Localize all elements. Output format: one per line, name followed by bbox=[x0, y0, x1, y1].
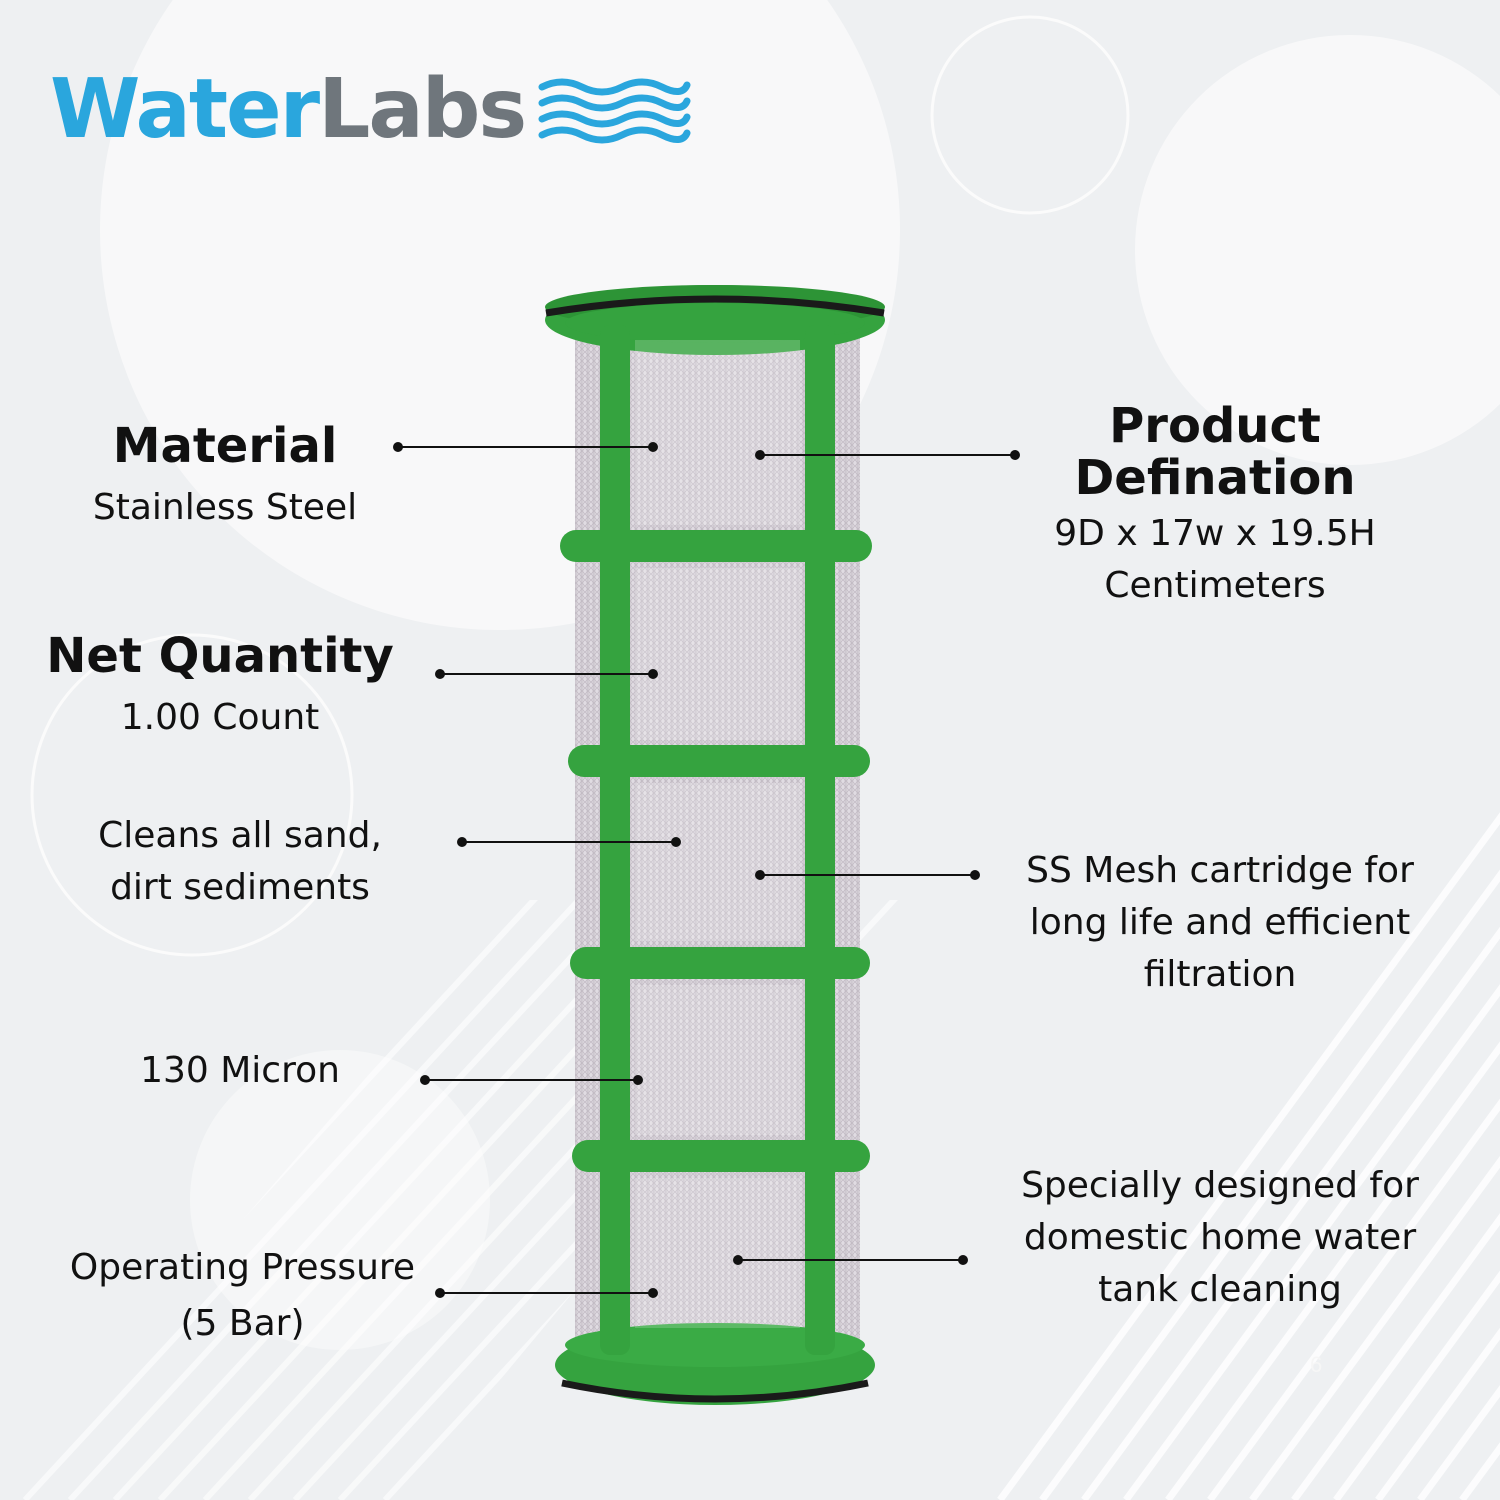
feature-line: SS Mesh cartridge for bbox=[1026, 850, 1414, 891]
feature-line: Operating Pressure bbox=[69, 1247, 416, 1288]
feature-line: filtration bbox=[1143, 954, 1297, 995]
feature-text: Stainless Steel bbox=[92, 487, 358, 528]
feature-line: long life and efficient bbox=[1029, 902, 1411, 943]
feature-text: 130 Micron bbox=[140, 1050, 340, 1091]
decor-stripe bbox=[1081, 926, 1500, 1500]
waves-icon bbox=[538, 78, 691, 144]
decor-stripe bbox=[997, 812, 1500, 1500]
decor-stripe bbox=[1207, 1098, 1500, 1500]
brand-word-water: Water bbox=[50, 62, 320, 157]
decor-stripe bbox=[1123, 984, 1500, 1500]
feature-text: 1.00 Count bbox=[120, 697, 320, 738]
feature-title: Net Quantity bbox=[46, 628, 394, 684]
feature-cleans: Cleans all sand, dirt sediments bbox=[60, 810, 420, 914]
feature-ss-mesh: SS Mesh cartridge for long life and effi… bbox=[995, 845, 1445, 1001]
decor-stripe bbox=[67, 900, 673, 1500]
feature-material: Material Stainless Steel bbox=[60, 420, 390, 534]
feature-line: (5 Bar) bbox=[180, 1303, 305, 1344]
feature-product-definition: Product Defination 9D x 17w x 19.5H Cent… bbox=[1030, 400, 1400, 612]
filter-cartridge-image bbox=[545, 285, 885, 1405]
feature-line: domestic home water bbox=[1023, 1217, 1417, 1258]
decor-stripe bbox=[1039, 869, 1500, 1500]
page-number: 6 bbox=[1310, 1352, 1323, 1377]
feature-domestic-use: Specially designed for domestic home wat… bbox=[990, 1160, 1450, 1316]
feature-title: Material bbox=[112, 418, 338, 474]
feature-title-line: Product bbox=[1109, 398, 1321, 454]
feature-line: Cleans all sand, bbox=[98, 815, 382, 856]
decor-stripe bbox=[22, 900, 628, 1500]
feature-net-quantity: Net Quantity 1.00 Count bbox=[40, 630, 400, 744]
feature-line: Specially designed for bbox=[1021, 1165, 1419, 1206]
brand-word-labs: Labs bbox=[318, 62, 527, 157]
decor-stripe bbox=[1291, 1213, 1500, 1500]
decor-stripe bbox=[1165, 1041, 1500, 1500]
feature-pressure: Operating Pressure (5 Bar) bbox=[40, 1242, 445, 1350]
feature-line: dirt sediments bbox=[110, 867, 370, 908]
feature-line: 9D x 17w x 19.5H bbox=[1054, 513, 1376, 554]
feature-title-line: Defination bbox=[1074, 450, 1356, 506]
feature-line: tank cleaning bbox=[1098, 1269, 1342, 1310]
decor-stripe bbox=[1249, 1155, 1500, 1500]
feature-micron: 130 Micron bbox=[90, 1045, 390, 1097]
feature-line: Centimeters bbox=[1104, 565, 1326, 606]
